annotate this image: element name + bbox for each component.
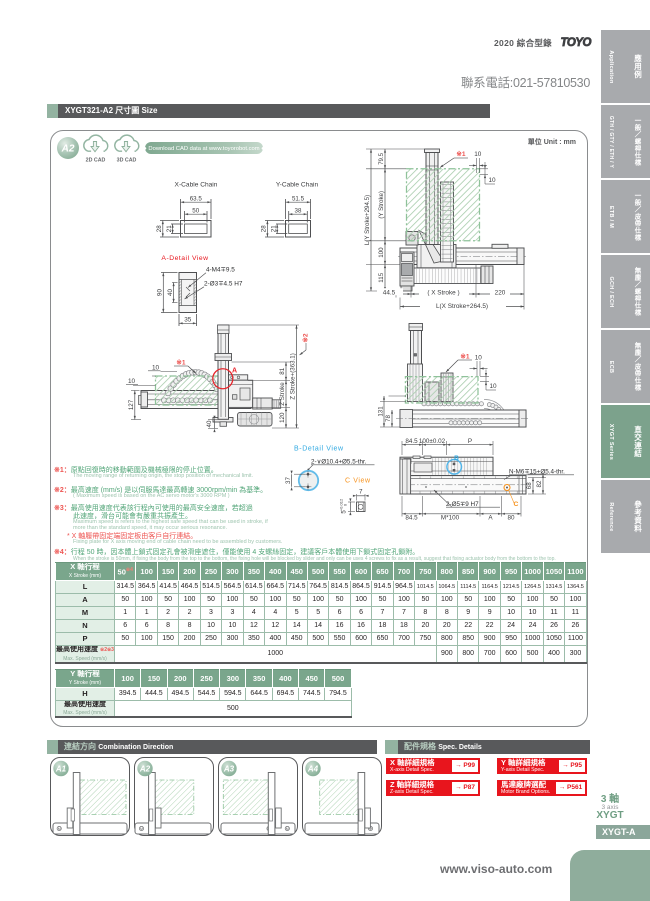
svg-text:● Download CAD data at www.toy: ● Download CAD data at www.toyorobot.com… xyxy=(143,146,264,152)
svg-text:35: 35 xyxy=(184,316,192,323)
svg-text:7: 7 xyxy=(359,489,363,496)
svg-text:A-Detail View: A-Detail View xyxy=(161,255,208,262)
svg-text:120: 120 xyxy=(279,412,286,423)
svg-text:( X Stroke ): ( X Stroke ) xyxy=(427,290,459,297)
svg-text:10: 10 xyxy=(474,151,482,158)
svg-text:51.5: 51.5 xyxy=(292,195,305,202)
svg-text:※1: ※1 xyxy=(456,150,466,158)
svg-text:C: C xyxy=(514,501,519,508)
svg-text:TOYO: TOYO xyxy=(561,37,592,49)
svg-text:10: 10 xyxy=(488,177,496,184)
svg-text:(Y Stroke): (Y Stroke) xyxy=(378,191,385,219)
svg-text:0: 0 xyxy=(343,503,348,506)
svg-text:44.5: 44.5 xyxy=(383,290,396,297)
svg-text:C View: C View xyxy=(345,477,371,484)
svg-text:M: M xyxy=(369,827,372,831)
svg-text:100±0.02: 100±0.02 xyxy=(419,438,446,445)
svg-text:10: 10 xyxy=(152,365,160,372)
svg-text:A1: A1 xyxy=(55,764,67,773)
svg-text:40: 40 xyxy=(167,289,174,296)
svg-text:Z Stroke+(363.1): Z Stroke+(363.1) xyxy=(290,353,297,400)
svg-text:M: M xyxy=(286,827,289,831)
svg-text:L(Y Stroke+294.5): L(Y Stroke+294.5) xyxy=(364,195,371,245)
svg-text:10: 10 xyxy=(128,378,136,385)
svg-text:78: 78 xyxy=(385,415,392,422)
svg-text:81: 81 xyxy=(279,367,286,374)
svg-text:5: 5 xyxy=(342,510,348,514)
svg-text:63.5: 63.5 xyxy=(190,195,203,202)
svg-text:21: 21 xyxy=(270,225,277,232)
svg-text:79.5: 79.5 xyxy=(378,152,385,165)
svg-text:N-M6∓15+Ø5.4-thr.: N-M6∓15+Ø5.4-thr. xyxy=(509,468,565,475)
svg-text:+0.012: +0.012 xyxy=(339,498,344,511)
svg-text:10: 10 xyxy=(475,355,483,362)
svg-text:3D CAD: 3D CAD xyxy=(117,158,137,164)
svg-text:P: P xyxy=(468,438,472,445)
svg-text:38: 38 xyxy=(295,207,302,214)
svg-text:Y-Cable Chain: Y-Cable Chain xyxy=(276,182,319,189)
svg-text:127: 127 xyxy=(128,399,135,410)
svg-text:21: 21 xyxy=(166,225,173,232)
svg-text:82: 82 xyxy=(536,480,543,487)
svg-text:2-∨Ø10.4+Ø5.5-thr.: 2-∨Ø10.4+Ø5.5-thr. xyxy=(311,458,367,465)
svg-text:28: 28 xyxy=(261,225,268,232)
svg-text:2D CAD: 2D CAD xyxy=(86,158,106,164)
svg-text:A2: A2 xyxy=(61,144,75,155)
svg-text:A: A xyxy=(232,368,237,375)
svg-text:100: 100 xyxy=(378,247,385,258)
svg-text:90: 90 xyxy=(157,289,164,296)
svg-text:M: M xyxy=(140,827,143,831)
svg-text:B-Detail View: B-Detail View xyxy=(294,446,344,453)
svg-text:2-Ø5∓9 H7: 2-Ø5∓9 H7 xyxy=(446,501,479,508)
svg-text:A2: A2 xyxy=(139,764,151,773)
svg-text:2-Ø3∓4.5 H7: 2-Ø3∓4.5 H7 xyxy=(204,281,243,288)
svg-text:37: 37 xyxy=(285,477,292,484)
svg-text:68: 68 xyxy=(526,482,533,489)
svg-text:10: 10 xyxy=(489,383,497,390)
svg-text:115: 115 xyxy=(378,272,385,282)
svg-text:84.5: 84.5 xyxy=(405,515,418,522)
svg-text:A4: A4 xyxy=(307,764,319,773)
svg-text:M: M xyxy=(58,827,61,831)
svg-text:A3: A3 xyxy=(223,764,235,773)
svg-text:B: B xyxy=(454,455,459,462)
svg-text:131: 131 xyxy=(378,406,385,417)
svg-text:40: 40 xyxy=(206,420,213,427)
svg-text:X-Cable Chain: X-Cable Chain xyxy=(175,182,218,189)
svg-text:※1: ※1 xyxy=(176,359,186,367)
svg-text:220: 220 xyxy=(495,290,506,297)
svg-text:28: 28 xyxy=(156,225,163,232)
svg-text:M*100: M*100 xyxy=(441,515,460,522)
svg-text:L(X Stroke+264.5): L(X Stroke+264.5) xyxy=(436,303,488,310)
svg-text:A: A xyxy=(488,515,493,522)
svg-text:50: 50 xyxy=(192,207,199,214)
svg-text:80: 80 xyxy=(507,515,515,522)
svg-text:4-M4∓9.5: 4-M4∓9.5 xyxy=(206,267,235,274)
svg-text:Z Stroke: Z Stroke xyxy=(279,382,286,406)
svg-text:84.5: 84.5 xyxy=(405,438,418,445)
svg-text:※1: ※1 xyxy=(460,353,470,361)
svg-text:※2: ※2 xyxy=(302,333,310,343)
